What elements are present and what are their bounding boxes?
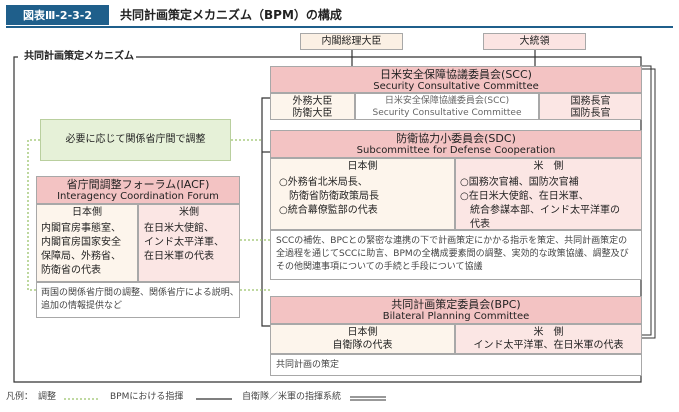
coordination-note: 必要に応じて関係省庁間で調整 (40, 119, 231, 161)
legend-sdf-usf-command-swatch (350, 396, 386, 401)
sdc-jp-side-label: 日本側 (347, 161, 378, 172)
legend-sdf-usf-command-label: 自衛隊／米軍の指揮系統 (242, 392, 342, 402)
scc-title-en: Security Consultative Committee (373, 81, 539, 92)
bpc-jp-side-label: 日本側 (347, 327, 378, 338)
coordination-line-left (27, 139, 40, 291)
legend-coordination-swatch (64, 398, 100, 400)
bpc-jp-members: 自衛隊の代表 (332, 340, 393, 351)
legend-bpm-command-swatch (196, 398, 232, 400)
iacf-jp-side: 日本側 内閣官房事態室、 内閣官房国家安全 保障局、外務省、 防衛省の代表 (36, 204, 138, 282)
bpc-header: 共同計画策定委員会(BPC) Bilateral Planning Commit… (270, 296, 642, 324)
scc-member-foreign-minister: 外務大臣 (292, 96, 333, 107)
legend-prefix: 凡例： (6, 392, 34, 402)
scc-member-secretary-of-state: 国務長官 (570, 96, 611, 107)
legend-bpm-command-label: BPMにおける指揮 (110, 392, 184, 402)
scc-member-secretary-of-defense: 国防長官 (570, 108, 611, 119)
sdc-jp-side: 日本側 ○外務省北米局長、 防衛省防衛政策局長 ○統合幕僚監部の代表 (270, 158, 455, 230)
legend: 凡例： 調整 BPMにおける指揮 自衛隊／米軍の指揮系統 (6, 390, 666, 406)
president-label: 大統領 (519, 36, 550, 47)
pm-label: 内閣総理大臣 (321, 36, 382, 47)
sdc-us-members: ○国務次官補、国防次官補 ○在日米大使館、在日米軍、 統合参謀本部、インド太平洋… (460, 177, 620, 230)
iacf-description-text: 両国の関係省庁間の調整、関係省庁による説明、 追加の情報提供など (41, 288, 239, 311)
figure-id-badge: 図表Ⅲ-2-3-2 (6, 5, 109, 25)
sdc-us-side: 米 側 ○国務次官補、国防次官補 ○在日米大使館、在日米軍、 統合参謀本部、イン… (455, 158, 642, 230)
iacf-jp-members: 内閣官房事態室、 内閣官房国家安全 保障局、外務省、 防衛省の代表 (41, 223, 121, 276)
sdc-description: SCCの補佐、BPCとの緊密な連携の下で計画策定にかかる指示を策定、共同計画策定… (270, 230, 642, 280)
mechanism-label: 共同計画策定メカニズム (22, 51, 136, 62)
iacf-title-ja: 省庁間調整フォーラム(IACF) (66, 178, 210, 191)
sdc-description-text: SCCの補佐、BPCとの緊密な連携の下で計画策定にかかる指示を策定、共同計画策定… (276, 236, 629, 272)
president-box: 大統領 (483, 33, 586, 50)
bpc-us-side: 米 側 インド太平洋軍、在日米軍の代表 (455, 324, 642, 354)
figure-id: 図表Ⅲ-2-3-2 (22, 9, 93, 22)
bpc-description: 共同計画の策定 (270, 354, 642, 376)
sdc-jp-members: ○外務省北米局長、 防衛省防衛政策局長 ○統合幕僚監部の代表 (279, 177, 379, 216)
sdc-title-ja: 防衛協力小委員会(SDC) (396, 132, 516, 145)
command-chain-line (642, 65, 652, 336)
bpm-command-line (261, 97, 270, 327)
iacf-title-en: Interagency Coordination Forum (57, 191, 219, 202)
iacf-us-members: 在日米大使館、 インド太平洋軍、 在日米軍の代表 (144, 223, 224, 262)
bpc-jp-side: 日本側 自衛隊の代表 (270, 324, 455, 354)
iacf-us-side: 米側 在日米大使館、 インド太平洋軍、 在日米軍の代表 (138, 204, 240, 282)
scc-member-defense-minister: 防衛大臣 (292, 108, 333, 119)
scc-title-ja: 日米安全保障協議委員会(SCC) (380, 68, 532, 81)
sdc-us-side-label: 米 側 (533, 161, 564, 172)
coordination-note-text: 必要に応じて関係省庁間で調整 (65, 134, 206, 145)
bpc-title-ja: 共同計画策定委員会(BPC) (391, 298, 521, 311)
scc-center-ja: 日米安全保障協議委員会(SCC) (384, 96, 510, 106)
scc-header: 日米安全保障協議委員会(SCC) Security Consultative C… (270, 66, 642, 93)
iacf-header: 省庁間調整フォーラム(IACF) Interagency Coordinatio… (36, 176, 240, 204)
figure-title: 共同計画策定メカニズム（BPM）の構成 (120, 8, 342, 22)
header-rule (6, 26, 673, 28)
scc-right-members: 国務長官 国防長官 (539, 93, 642, 120)
legend-coordination-label: 調整 (38, 392, 57, 402)
scc-left-members: 外務大臣 防衛大臣 (270, 93, 355, 120)
bpc-us-side-label: 米 側 (533, 327, 564, 338)
scc-center: 日米安全保障協議委員会(SCC) Security Consultative C… (355, 93, 539, 120)
iacf-description: 両国の関係省庁間の調整、関係省庁による説明、 追加の情報提供など (36, 282, 240, 318)
iacf-us-side-label: 米側 (179, 207, 199, 218)
iacf-jp-side-label: 日本側 (72, 207, 102, 218)
command-chain-line-2 (642, 68, 656, 339)
bpc-title-en: Bilateral Planning Committee (382, 311, 530, 322)
mechanism-frame (13, 56, 642, 383)
sdc-header: 防衛協力小委員会(SDC) Subcommittee for Defense C… (270, 130, 642, 158)
bpc-description-text: 共同計画の策定 (276, 360, 340, 370)
sdc-title-en: Subcommittee for Defense Cooperation (356, 145, 556, 156)
bpc-us-members: インド太平洋軍、在日米軍の代表 (473, 340, 624, 351)
pm-box: 内閣総理大臣 (300, 33, 403, 50)
scc-center-en: Security Consultative Committee (372, 108, 522, 118)
